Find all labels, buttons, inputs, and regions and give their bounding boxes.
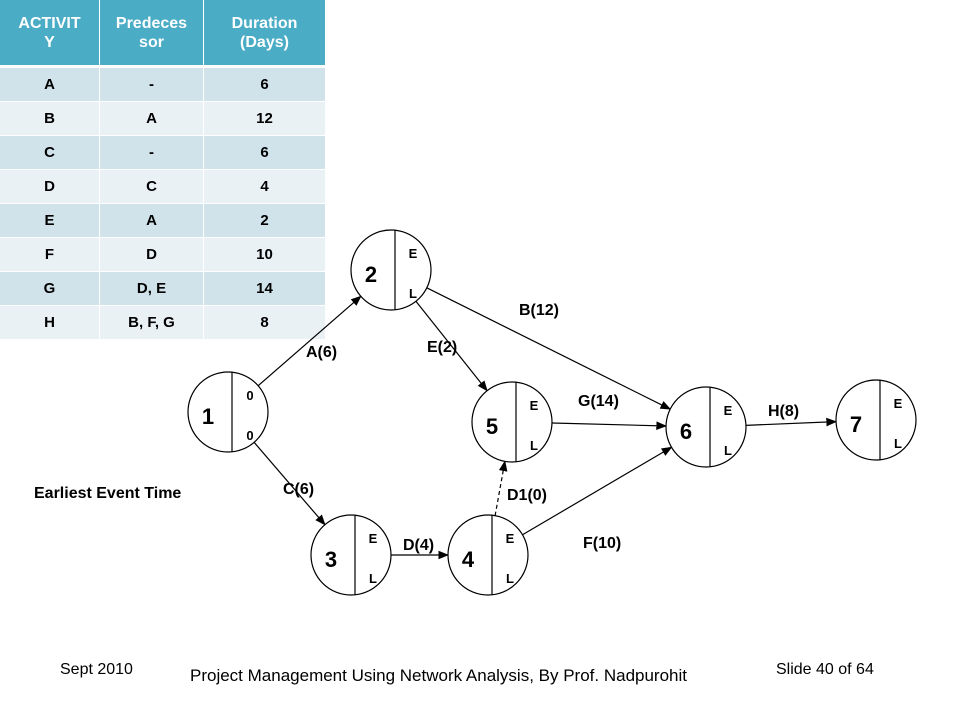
activity-cell: B	[0, 102, 100, 136]
predecessor-cell: D	[100, 238, 204, 272]
predecessor-cell: -	[100, 136, 204, 170]
predecessor-cell: A	[100, 102, 204, 136]
node-earliest-time: E	[409, 246, 418, 261]
edge-4-6	[522, 446, 673, 536]
node-circle	[350, 229, 432, 311]
node-latest-time: L	[409, 286, 417, 301]
edge-4-5	[494, 460, 508, 516]
predecessor-cell: -	[100, 68, 204, 102]
duration-cell: 6	[204, 68, 326, 102]
event-node-3: 3 E L	[310, 514, 392, 596]
node-circle	[187, 371, 269, 453]
node-circle	[665, 386, 747, 468]
activity-cell: C	[0, 136, 100, 170]
event-node-6: 6 E L	[665, 386, 747, 468]
node-earliest-time: E	[506, 531, 515, 546]
node-number: 7	[850, 412, 862, 437]
footer-slide-number: Slide 40 of 64	[776, 661, 874, 678]
node-circle	[447, 514, 529, 596]
node-earliest-time: E	[894, 396, 903, 411]
node-number: 4	[462, 547, 475, 572]
duration-cell: 2	[204, 204, 326, 238]
earliest-event-time-caption: Earliest Event Time	[34, 485, 182, 502]
predecessor-cell: A	[100, 204, 204, 238]
node-number: 3	[325, 547, 337, 572]
activity-cell: H	[0, 306, 100, 340]
node-earliest-time: E	[530, 398, 539, 413]
event-node-1: 1 0 0	[187, 371, 269, 453]
event-node-5: 5 E L	[471, 381, 553, 463]
node-circle	[471, 381, 553, 463]
edge-label-1-3: C(6)	[283, 481, 314, 498]
node-number: 5	[486, 414, 498, 439]
activity-cell: A	[0, 68, 100, 102]
edge-label-3-4: D(4)	[403, 537, 434, 554]
edge-label-4-5: D1(0)	[507, 487, 547, 504]
edge-2-5	[415, 300, 488, 392]
node-number: 1	[202, 404, 214, 429]
event-node-7: 7 E L	[835, 379, 917, 461]
node-latest-time: L	[894, 436, 902, 451]
table-row: C-6	[0, 136, 326, 170]
edge-label-6-7: H(8)	[768, 403, 799, 420]
node-earliest-time: E	[724, 403, 733, 418]
duration-cell: 10	[204, 238, 326, 272]
node-latest-time: L	[724, 443, 732, 458]
node-earliest-time: 0	[246, 388, 253, 403]
activity-cell: D	[0, 170, 100, 204]
activity-cell: G	[0, 272, 100, 306]
edge-1-2	[257, 295, 362, 387]
node-latest-time: L	[369, 571, 377, 586]
table-row: A-6	[0, 68, 326, 102]
activity-cell: F	[0, 238, 100, 272]
duration-cell: 14	[204, 272, 326, 306]
predecessor-cell: C	[100, 170, 204, 204]
predecessor-cell: D, E	[100, 272, 204, 306]
edge-label-5-6: G(14)	[578, 393, 619, 410]
edge-label-2-5: E(2)	[427, 339, 457, 356]
event-node-4: 4 E L	[447, 514, 529, 596]
edge-1-3	[253, 441, 326, 526]
node-latest-time: 0	[246, 428, 253, 443]
node-earliest-time: E	[369, 531, 378, 546]
event-node-2: 2 E L	[350, 229, 432, 311]
edge-label-1-2: A(6)	[306, 344, 337, 361]
edge-label-4-6: F(10)	[583, 535, 621, 552]
predecessor-cell: B, F, G	[100, 306, 204, 340]
node-number: 6	[680, 419, 692, 444]
edge-5-6	[551, 421, 668, 431]
header-duration: Duration(Days)	[204, 0, 326, 68]
activity-cell: E	[0, 204, 100, 238]
duration-cell: 6	[204, 136, 326, 170]
footer-date: Sept 2010	[60, 661, 133, 678]
edge-6-7	[745, 417, 838, 427]
duration-cell: 12	[204, 102, 326, 136]
edge-2-6	[426, 287, 672, 410]
node-circle	[835, 379, 917, 461]
duration-cell: 4	[204, 170, 326, 204]
footer-title: Project Management Using Network Analysi…	[190, 666, 688, 685]
edge-label-2-6: B(12)	[519, 302, 559, 319]
node-latest-time: L	[530, 438, 538, 453]
node-number: 2	[365, 262, 377, 287]
node-circle	[310, 514, 392, 596]
node-latest-time: L	[506, 571, 514, 586]
duration-cell: 8	[204, 306, 326, 340]
